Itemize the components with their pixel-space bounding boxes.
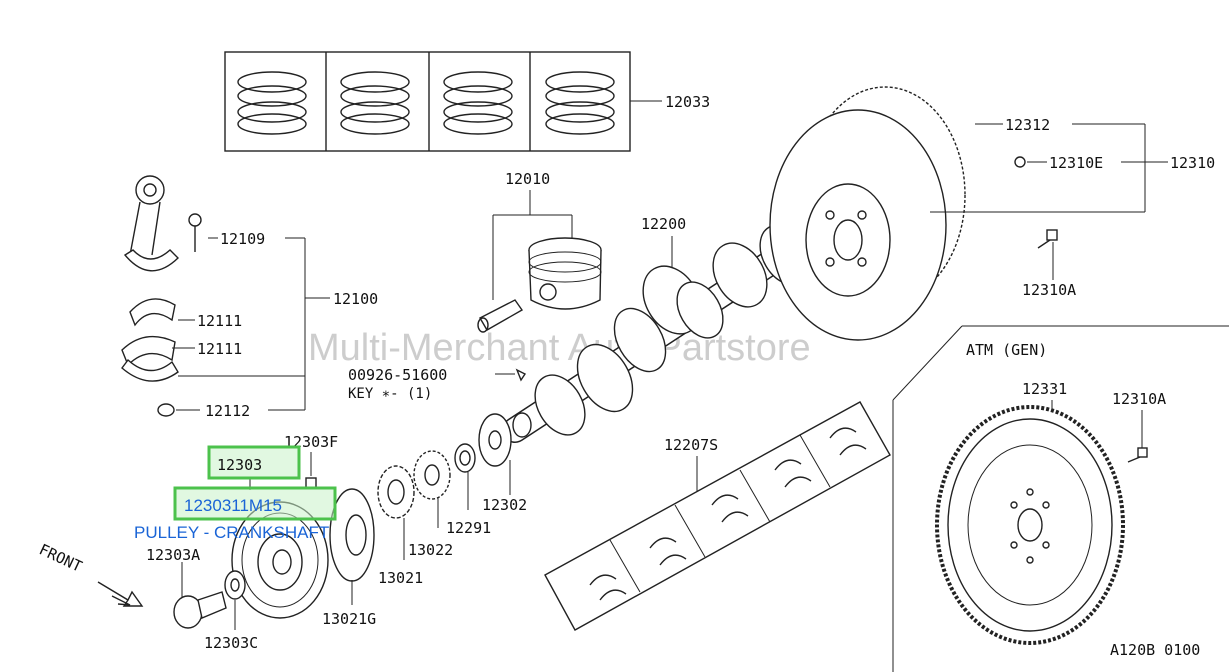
connecting-rod[interactable] — [123, 175, 202, 272]
callout-12303C[interactable]: 12303C — [204, 634, 258, 652]
bearing-upper[interactable] — [129, 298, 176, 327]
callout-12310E[interactable]: 12310E — [1049, 154, 1103, 172]
drive-plate[interactable] — [935, 405, 1125, 645]
highlight-part-no-alt[interactable]: 1230311M15 — [184, 496, 282, 515]
bolt-12310E-icon[interactable] — [1014, 156, 1026, 168]
callout-12111-a[interactable]: 12111 — [197, 312, 242, 330]
key-description: KEY ∗- (1) — [348, 386, 432, 402]
oil-seal-12291[interactable] — [454, 443, 476, 473]
highlight-box-12303[interactable] — [207, 445, 301, 480]
sprocket-13021[interactable] — [377, 465, 415, 519]
con-rod-nut[interactable] — [157, 403, 175, 417]
callout-00926-51600[interactable]: 00926-51600 — [348, 366, 447, 384]
diagram-code: A120B 0100 — [1110, 641, 1200, 659]
highlight-description: PULLEY - CRANKSHAFT — [134, 523, 329, 542]
callout-13022[interactable]: 13022 — [408, 541, 453, 559]
callout-13021G[interactable]: 13021G — [322, 610, 376, 628]
plate-12302[interactable] — [478, 413, 512, 467]
con-rod-bolt-icon — [188, 213, 202, 227]
main-bearing-set[interactable] — [544, 401, 891, 631]
callout-12331[interactable]: 12331 — [1022, 380, 1067, 398]
watermark: Multi-Merchant Auto Partstore — [308, 327, 811, 369]
bearing-lower[interactable] — [121, 335, 179, 382]
front-label: FRONT — [36, 540, 85, 575]
callout-12200[interactable]: 12200 — [641, 215, 686, 233]
front-arrow-icon — [97, 581, 144, 607]
callout-12111-b[interactable]: 12111 — [197, 340, 242, 358]
piston-ring-set[interactable] — [224, 51, 631, 152]
callout-12109[interactable]: 12109 — [220, 230, 265, 248]
flywheel[interactable] — [769, 86, 966, 341]
callout-12310[interactable]: 12310 — [1170, 154, 1215, 172]
callout-12310A-mt[interactable]: 12310A — [1022, 281, 1076, 299]
callout-12112[interactable]: 12112 — [205, 402, 250, 420]
callout-12303A[interactable]: 12303A — [146, 546, 200, 564]
sprocket-13021G[interactable] — [329, 488, 375, 582]
callout-12312[interactable]: 12312 — [1005, 116, 1050, 134]
callout-12310A-atm[interactable]: 12310A — [1112, 390, 1166, 408]
bolt-12310A-icon[interactable] — [1037, 229, 1058, 249]
section-atm-gen: ATM (GEN) — [966, 341, 1047, 359]
key-icon[interactable] — [515, 368, 527, 382]
callout-12100[interactable]: 12100 — [333, 290, 378, 308]
callout-12302[interactable]: 12302 — [482, 496, 527, 514]
callout-12291[interactable]: 12291 — [446, 519, 491, 537]
callout-12010[interactable]: 12010 — [505, 170, 550, 188]
pulley-bolt-12303A[interactable] — [173, 591, 227, 629]
highlight-part-no[interactable]: 12303 — [217, 456, 262, 474]
crankshaft[interactable] — [502, 216, 828, 443]
piston-pin[interactable] — [477, 299, 524, 333]
callout-12207S[interactable]: 12207S — [664, 436, 718, 454]
callout-13021[interactable]: 13021 — [378, 569, 423, 587]
spacer-13022[interactable] — [413, 450, 451, 500]
drive-plate-bolt-icon[interactable] — [1127, 447, 1148, 463]
highlight-box-1230311M15[interactable] — [173, 486, 337, 521]
callout-12033[interactable]: 12033 — [665, 93, 710, 111]
washer-12303C[interactable] — [224, 570, 246, 600]
piston[interactable] — [528, 237, 602, 310]
